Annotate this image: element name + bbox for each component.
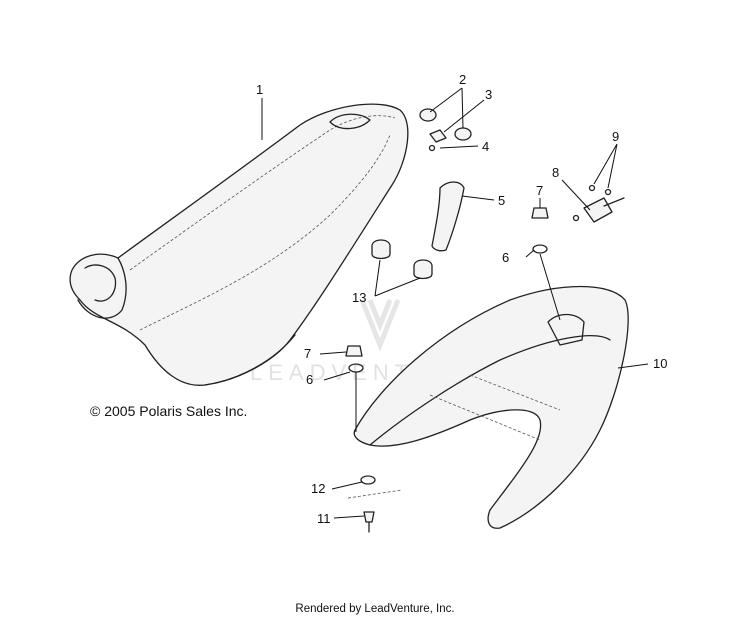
callout-3: 3 bbox=[485, 87, 492, 102]
seat-latch bbox=[572, 184, 625, 223]
callout-1: 1 bbox=[256, 82, 263, 97]
callout-7: 7 bbox=[536, 183, 543, 198]
callout-12: 12 bbox=[311, 481, 325, 496]
footer-credit: Rendered by LeadVenture, Inc. bbox=[295, 603, 455, 615]
copyright-notice: © 2005 Polaris Sales Inc. bbox=[90, 403, 248, 419]
seat-base bbox=[353, 285, 629, 529]
callout-5: 5 bbox=[498, 193, 505, 208]
callout-labels: 1 2 3 4 5 6 7 8 9 10 11 12 13 7 6 bbox=[256, 72, 667, 526]
callout-6: 6 bbox=[502, 250, 509, 265]
callout-11: 11 bbox=[317, 511, 331, 526]
seat-strap bbox=[431, 181, 465, 252]
seat bbox=[69, 103, 409, 386]
clip-screw bbox=[428, 129, 447, 152]
callout-9: 9 bbox=[612, 129, 619, 144]
callout-13: 13 bbox=[352, 290, 366, 305]
callout-2: 2 bbox=[459, 72, 466, 87]
callout-10: 10 bbox=[653, 356, 667, 371]
nut-washer-right bbox=[531, 207, 549, 254]
callout-8: 8 bbox=[552, 165, 559, 180]
callout-6b: 6 bbox=[306, 372, 313, 387]
callout-4: 4 bbox=[482, 139, 489, 154]
leader-lines bbox=[261, 87, 649, 519]
callout-7b: 7 bbox=[304, 346, 311, 361]
grommet-upper bbox=[419, 108, 472, 141]
washer-bolt bbox=[347, 475, 403, 533]
bumper-set bbox=[371, 239, 433, 280]
